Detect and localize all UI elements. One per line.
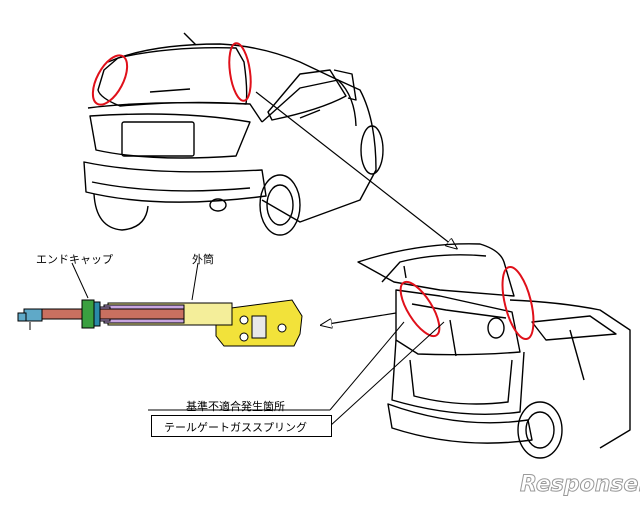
outer-tube-label: 外筒 <box>192 253 214 266</box>
pointer-arrow-down <box>255 91 456 248</box>
part-name-box: テールゲートガススプリング <box>151 415 332 437</box>
part-name-label: テールゲートガススプリング <box>164 421 307 434</box>
gas-spring-detail <box>17 262 303 347</box>
watermark: Response. <box>520 472 640 498</box>
car-open-tailgate <box>357 243 631 459</box>
end-cap <box>81 299 95 329</box>
highlight-circles-bottom <box>399 265 535 341</box>
highlight-circles-top <box>91 42 252 106</box>
pointer-arrow-left <box>322 312 397 325</box>
defect-leader-lines <box>148 321 445 427</box>
car-rear-view <box>83 32 384 236</box>
piston-rod <box>39 308 185 320</box>
end-cap-label: エンドキャップ <box>36 253 113 266</box>
defect-location-label: 基準不適合発生箇所 <box>186 400 285 413</box>
